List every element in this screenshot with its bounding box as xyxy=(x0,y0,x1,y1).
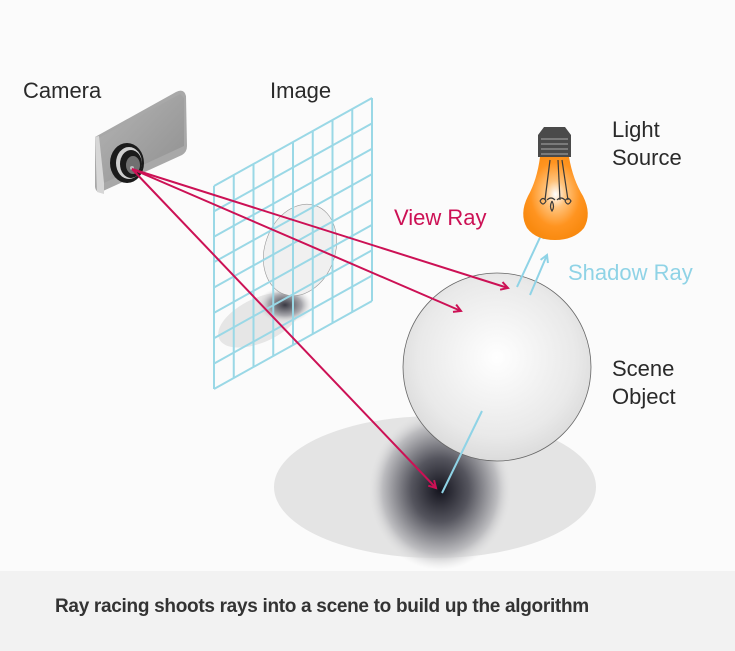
ray-tracing-diagram xyxy=(95,90,596,570)
light-bulb-icon xyxy=(523,127,588,240)
shadow-ray-2 xyxy=(529,255,547,296)
view-ray-3 xyxy=(131,168,436,488)
caption: Ray racing shoots rays into a scene to b… xyxy=(55,596,589,617)
shadow-ray-1 xyxy=(516,231,543,288)
grid-row-line xyxy=(213,173,373,263)
view-ray-2 xyxy=(131,168,461,311)
shadow-ray-label: Shadow Ray xyxy=(568,260,693,285)
scene-object-label-line1: Scene xyxy=(612,356,675,381)
grid-row-line xyxy=(213,198,373,289)
light-source-label: Light Source xyxy=(612,116,682,172)
view-ray-label: View Ray xyxy=(394,205,487,230)
caption-bar: Ray racing shoots rays into a scene to b… xyxy=(0,571,735,651)
scene-sphere xyxy=(402,272,592,462)
grid-row-line xyxy=(213,147,373,238)
camera-label: Camera xyxy=(23,78,102,103)
grid-row-line xyxy=(213,249,373,340)
light-source-label-line1: Light xyxy=(612,117,660,142)
view-ray-1 xyxy=(131,168,508,288)
scene-object-label-line2: Object xyxy=(612,384,676,409)
grid-row-line xyxy=(213,97,373,187)
grid-row-line xyxy=(213,274,373,365)
scene-object-label: Scene Object xyxy=(612,355,676,411)
grid-row-line xyxy=(213,300,373,390)
grid-row-line xyxy=(213,122,373,213)
shadow-rays xyxy=(441,231,547,494)
light-source-label-line2: Source xyxy=(612,145,682,170)
grid-row-line xyxy=(213,224,373,314)
shadow-ray-3 xyxy=(441,410,483,494)
view-rays xyxy=(131,168,508,488)
image-label: Image xyxy=(270,78,332,103)
